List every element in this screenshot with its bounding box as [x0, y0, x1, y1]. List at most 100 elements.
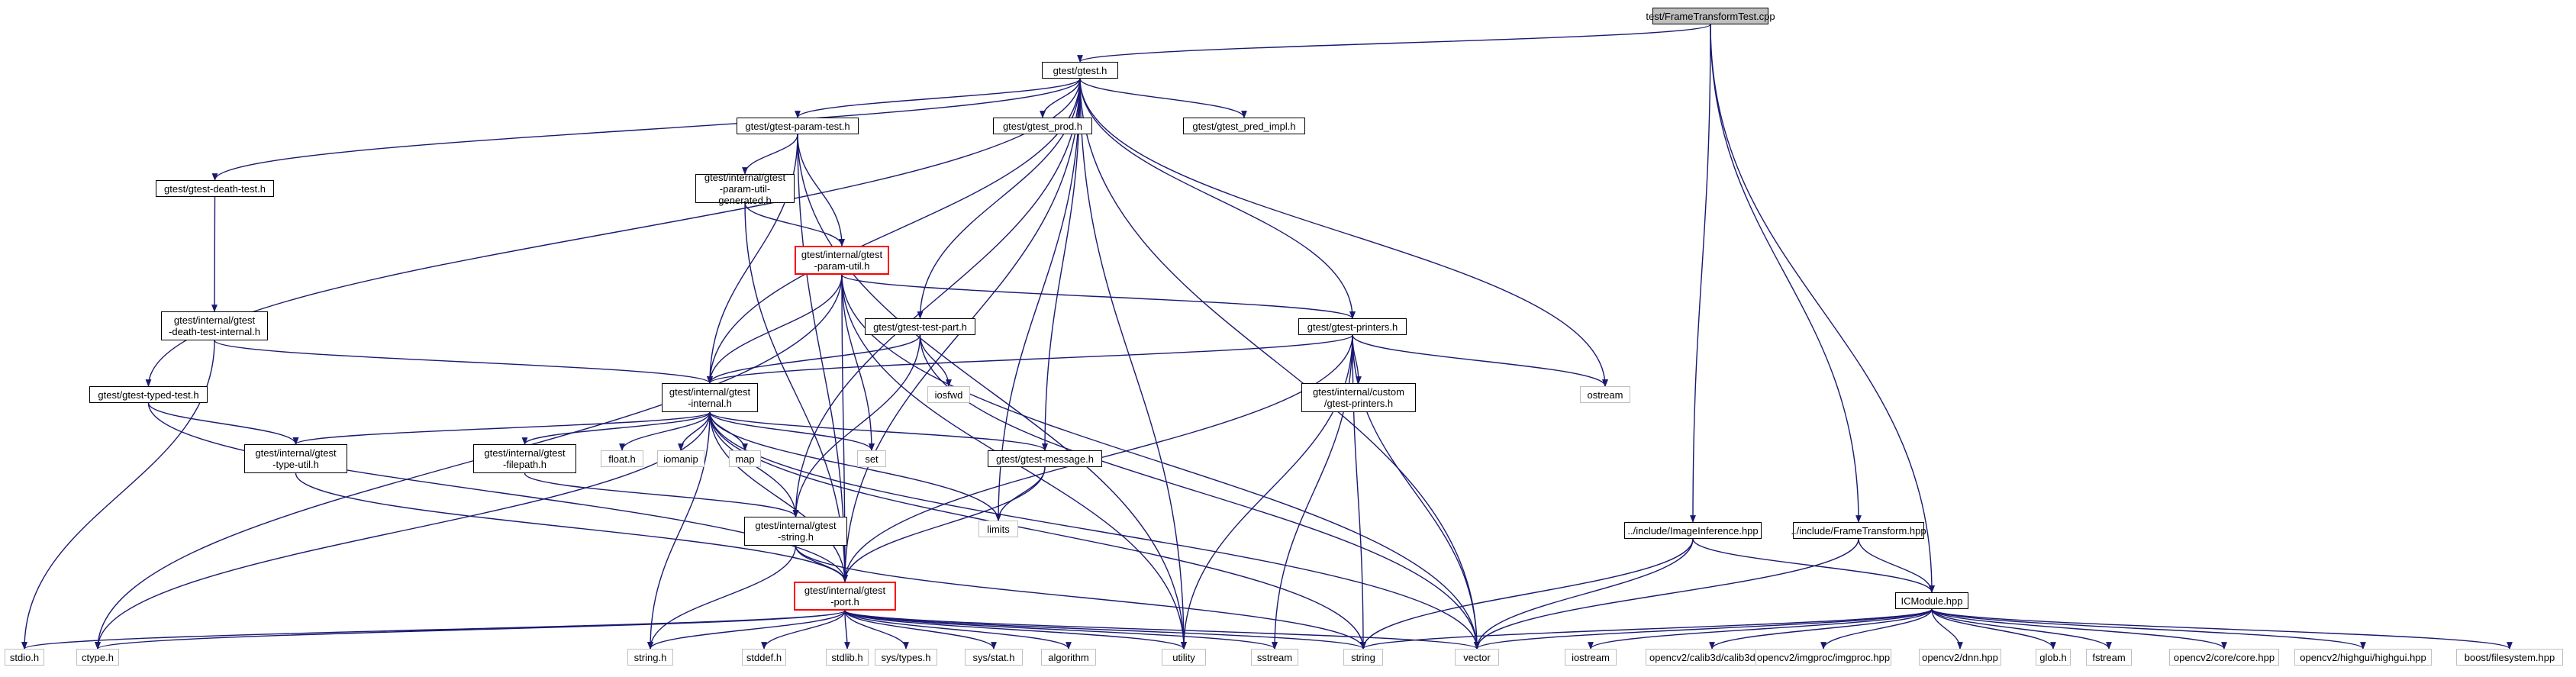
node-message[interactable]: gtest/gtest-message.h [988, 450, 1102, 467]
node-filesystem: boost/filesystem.hpp [2456, 649, 2563, 666]
node-port[interactable]: gtest/internal/gtest -port.h [794, 582, 896, 611]
edge-param_test-to-param_util [797, 134, 845, 247]
edge-printers-to-ostream [1352, 334, 1608, 387]
node-custom-printers[interactable]: gtest/internal/custom /gtest-printers.h [1301, 383, 1416, 412]
edge-message-to-port [842, 466, 1046, 582]
edge-type_util-to-port [295, 472, 848, 582]
edge-port-to-string [844, 610, 1366, 650]
node-sys-types: sys/types.h [875, 649, 937, 666]
edge-icmodule-to-dnn [1931, 608, 1963, 650]
node-limits: limits [978, 521, 1018, 537]
node-prod[interactable]: gtest/gtest_prod.h [993, 118, 1092, 134]
node-param-util[interactable]: gtest/internal/gtest -param-util.h [795, 246, 889, 275]
node-icmodule[interactable]: ICModule.hpp [1895, 592, 1968, 609]
edge-internal-to-string_h [647, 411, 711, 650]
edge-port-to-utility [844, 610, 1187, 650]
node-map: map [729, 450, 761, 467]
edge-port-to-stdlib [844, 610, 850, 650]
edge-root-to-frame_transform [1710, 24, 1862, 523]
node-stdlib: stdlib.h [826, 649, 869, 666]
node-filepath[interactable]: gtest/internal/gtest -filepath.h [473, 444, 576, 473]
node-fstream: fstream [2086, 649, 2132, 666]
node-param-test[interactable]: gtest/gtest-param-test.h [737, 118, 859, 134]
edge-param_util-to-set [841, 274, 875, 451]
edge-internal-to-type_util [292, 411, 711, 445]
edge-port-to-stddef [761, 610, 846, 650]
edge-param_test-to-utility [797, 134, 1187, 650]
node-ctype: ctype.h [76, 649, 119, 666]
edge-frame_transform-to-vector [1474, 538, 1859, 650]
node-typed-test[interactable]: gtest/gtest-typed-test.h [89, 386, 208, 403]
node-pred-impl[interactable]: gtest/gtest_pred_impl.h [1183, 118, 1305, 134]
edge-icmodule-to-imgproc [1820, 608, 1933, 650]
edge-param_util-to-ctype [95, 274, 843, 650]
edge-param_util_gen-to-param_util [744, 202, 845, 247]
edge-internal-to-set [709, 411, 875, 451]
node-printers[interactable]: gtest/gtest-printers.h [1298, 318, 1407, 335]
node-test-part[interactable]: gtest/gtest-test-part.h [865, 318, 975, 335]
edge-param_util-to-vector [841, 274, 1480, 650]
node-param-util-gen[interactable]: gtest/internal/gtest -param-util-generat… [695, 172, 795, 206]
edge-internal-to-float_h [619, 411, 711, 451]
node-death-internal[interactable]: gtest/internal/gtest -death-test-interna… [161, 311, 268, 340]
node-string: string [1343, 649, 1383, 666]
node-frame-transform[interactable]: ../include/FrameTransform.hpp [1791, 522, 1926, 539]
edge-typed_test-to-port [147, 402, 848, 582]
edge-icmodule-to-calib3d [1709, 608, 1933, 650]
node-stddef: stddef.h [742, 649, 786, 666]
edge-param_util-to-internal [707, 274, 843, 384]
edge-image_inference-to-string [1360, 538, 1694, 650]
edge-gtest-to-string_h_gt [792, 78, 1081, 517]
edge-root-to-icmodule [1710, 24, 1935, 593]
edge-icmodule-to-core [1931, 608, 2227, 650]
edge-icmodule-to-vector [1474, 608, 1933, 650]
edge-gtest-to-prod [1040, 78, 1081, 118]
edge-filepath-to-string_h_gt [524, 472, 799, 517]
node-algorithm: algorithm [1041, 649, 1096, 666]
node-calib3d: opencv2/calib3d/calib3d.hpp [1646, 649, 1778, 666]
node-iostream: iostream [1565, 649, 1617, 666]
edge-internal-to-limits [709, 411, 1001, 521]
node-dnn: opencv2/dnn.hpp [1919, 649, 2001, 666]
edge-root-to-gtest [1077, 24, 1711, 63]
node-image-inference[interactable]: ../include/ImageInference.hpp [1624, 522, 1762, 539]
node-glob: glob.h [2036, 649, 2071, 666]
node-imgproc: opencv2/imgproc/imgproc.hpp [1755, 649, 1891, 666]
edge-image_inference-to-vector [1474, 538, 1694, 650]
node-string-h-gt[interactable]: gtest/internal/gtest -string.h [744, 517, 847, 546]
edge-image_inference-to-icmodule [1692, 538, 1935, 593]
edge-param_test-to-param_util_gen [742, 134, 798, 175]
edge-icmodule-to-highgui [1931, 608, 2366, 650]
node-utility: utility [1162, 649, 1206, 666]
node-gtest[interactable]: gtest/gtest.h [1042, 62, 1118, 79]
node-string-h: string.h [627, 649, 673, 666]
edge-gtest-to-vector [1079, 78, 1480, 650]
node-highgui: opencv2/highgui/highgui.hpp [2294, 649, 2432, 666]
edge-port-to-sys_stat [844, 610, 997, 650]
node-ostream: ostream [1580, 386, 1630, 403]
node-iomanip: iomanip [657, 450, 704, 467]
edge-death_test-to-death_internal [211, 196, 218, 312]
edge-internal-to-port [709, 411, 848, 582]
node-float-h: float.h [601, 450, 643, 467]
node-root[interactable]: test/FrameTransformTest.cpp [1646, 8, 1775, 24]
node-internal[interactable]: gtest/internal/gtest -internal.h [662, 383, 758, 412]
edge-gtest-to-limits [995, 78, 1081, 521]
node-vector: vector [1455, 649, 1499, 666]
node-sys-stat: sys/stat.h [965, 649, 1023, 666]
edge-gtest-to-utility [1079, 78, 1187, 650]
edge-gtest-to-printers [1079, 78, 1356, 319]
edge-gtest-to-param_test [795, 78, 1081, 118]
edge-internal-to-filepath [521, 411, 711, 445]
node-death-test[interactable]: gtest/gtest-death-test.h [156, 180, 274, 197]
edge-test_part-to-internal [707, 334, 921, 384]
edge-icmodule-to-string [1360, 608, 1933, 650]
edge-frame_transform-to-icmodule [1858, 538, 1935, 593]
edge-string_h_gt-to-string [795, 545, 1366, 650]
edge-gtest-to-pred_impl [1079, 78, 1247, 118]
node-type-util[interactable]: gtest/internal/gtest -type-util.h [244, 444, 347, 473]
edge-gtest-to-message [1042, 78, 1081, 451]
edge-port-to-ctype [95, 610, 846, 650]
